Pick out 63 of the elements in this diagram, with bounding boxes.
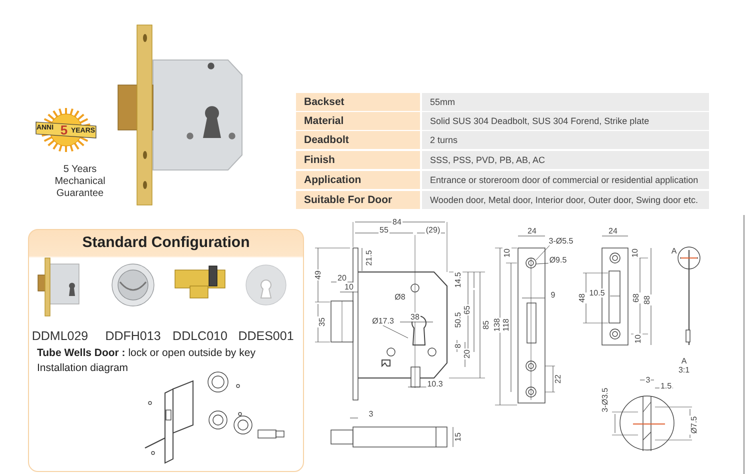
product-code: DDFH013 bbox=[105, 329, 161, 343]
dimension-label: 3 bbox=[368, 410, 374, 418]
dimension-label: 21.5 bbox=[364, 249, 374, 267]
dimension-label: 1.5 bbox=[659, 382, 673, 390]
dimension-label: 35 bbox=[318, 316, 326, 328]
dimension-label: A bbox=[680, 356, 688, 366]
dimension-label: 10 bbox=[630, 248, 640, 258]
dimension-label: 15 bbox=[454, 432, 462, 442]
dimension-label: 20 bbox=[336, 274, 348, 282]
seal-text: 5 bbox=[60, 122, 68, 138]
dimension-label: 8 bbox=[454, 342, 462, 350]
dimension-label: 84 bbox=[392, 218, 402, 226]
dimension-label: Ø8 bbox=[394, 292, 406, 302]
spec-value: 2 turns bbox=[422, 131, 709, 149]
spec-label: Application bbox=[296, 171, 420, 189]
product-code: DDES001 bbox=[238, 329, 294, 343]
dimension-label: 3-Ø3.5 bbox=[600, 386, 610, 414]
dimension-label: 50.5 bbox=[454, 311, 462, 329]
dimension-label: 3:1 bbox=[677, 366, 691, 374]
dimension-label: 14.5 bbox=[454, 271, 462, 289]
dimension-label: 68 bbox=[632, 292, 640, 304]
dimension-label: 9 bbox=[550, 290, 556, 300]
dimension-label: 24 bbox=[526, 226, 538, 236]
dimension-label: 10 bbox=[344, 282, 354, 292]
dimension-label: 48 bbox=[578, 292, 586, 304]
dimension-label: 10 bbox=[502, 248, 512, 258]
spec-label: Deadbolt bbox=[296, 131, 420, 149]
dimension-label: 10.5 bbox=[588, 288, 606, 298]
dimension-label: Ø17.3 bbox=[371, 316, 395, 326]
dimension-label: 88 bbox=[642, 294, 652, 306]
spec-value: Wooden door, Metal door, Interior door, Outer door, Swing door etc. bbox=[422, 191, 709, 209]
dimension-label: 10 bbox=[634, 334, 642, 344]
dimension-label: 20 bbox=[462, 348, 472, 360]
spec-value: Solid SUS 304 Deadbolt, SUS 304 Forend, Strike plate bbox=[422, 112, 709, 130]
dimension-label: 38 bbox=[410, 312, 420, 322]
product-code: DDLC010 bbox=[172, 329, 228, 343]
dimension-label: 3-Ø5.5 bbox=[548, 236, 574, 246]
note-text: Installation diagram bbox=[37, 362, 128, 374]
product-code: DDML029 bbox=[32, 329, 88, 343]
spec-value: Entrance or storeroom door of commercial or residential application bbox=[422, 171, 709, 189]
dimension-label: 138 bbox=[492, 317, 502, 333]
spec-label: Backset bbox=[296, 93, 420, 111]
spec-label: Suitable For Door bbox=[296, 191, 420, 209]
panel-heading: Standard Configuration bbox=[81, 234, 251, 251]
dimension-label: 10.3 bbox=[426, 380, 444, 388]
dimension-label: 3 bbox=[644, 376, 652, 384]
dimension-label: 22 bbox=[554, 374, 562, 384]
dimension-label: 49 bbox=[314, 270, 322, 280]
guarantee-text: 5 Years Mechanical Guarantee bbox=[54, 164, 106, 200]
dimension-label: (29) bbox=[424, 226, 442, 234]
spec-label: Material bbox=[296, 112, 420, 130]
dimension-label: 55 bbox=[378, 226, 390, 234]
dimension-label: 118 bbox=[502, 318, 510, 332]
spec-label: Finish bbox=[296, 151, 420, 169]
dimension-label: 65 bbox=[462, 304, 472, 316]
dimension-label: A bbox=[670, 246, 678, 256]
spec-value: SSS, PSS, PVD, PB, AB, AC bbox=[422, 151, 709, 169]
dimension-label: Ø9.5 bbox=[548, 256, 568, 264]
note-text: Tube Wells Door : lock or open outside by key bbox=[37, 347, 256, 359]
spec-value: 55mm bbox=[422, 93, 709, 111]
dimension-label: 85 bbox=[482, 320, 490, 330]
dimension-label: Ø7.5 bbox=[690, 415, 698, 435]
dimension-label: 24 bbox=[608, 226, 618, 236]
